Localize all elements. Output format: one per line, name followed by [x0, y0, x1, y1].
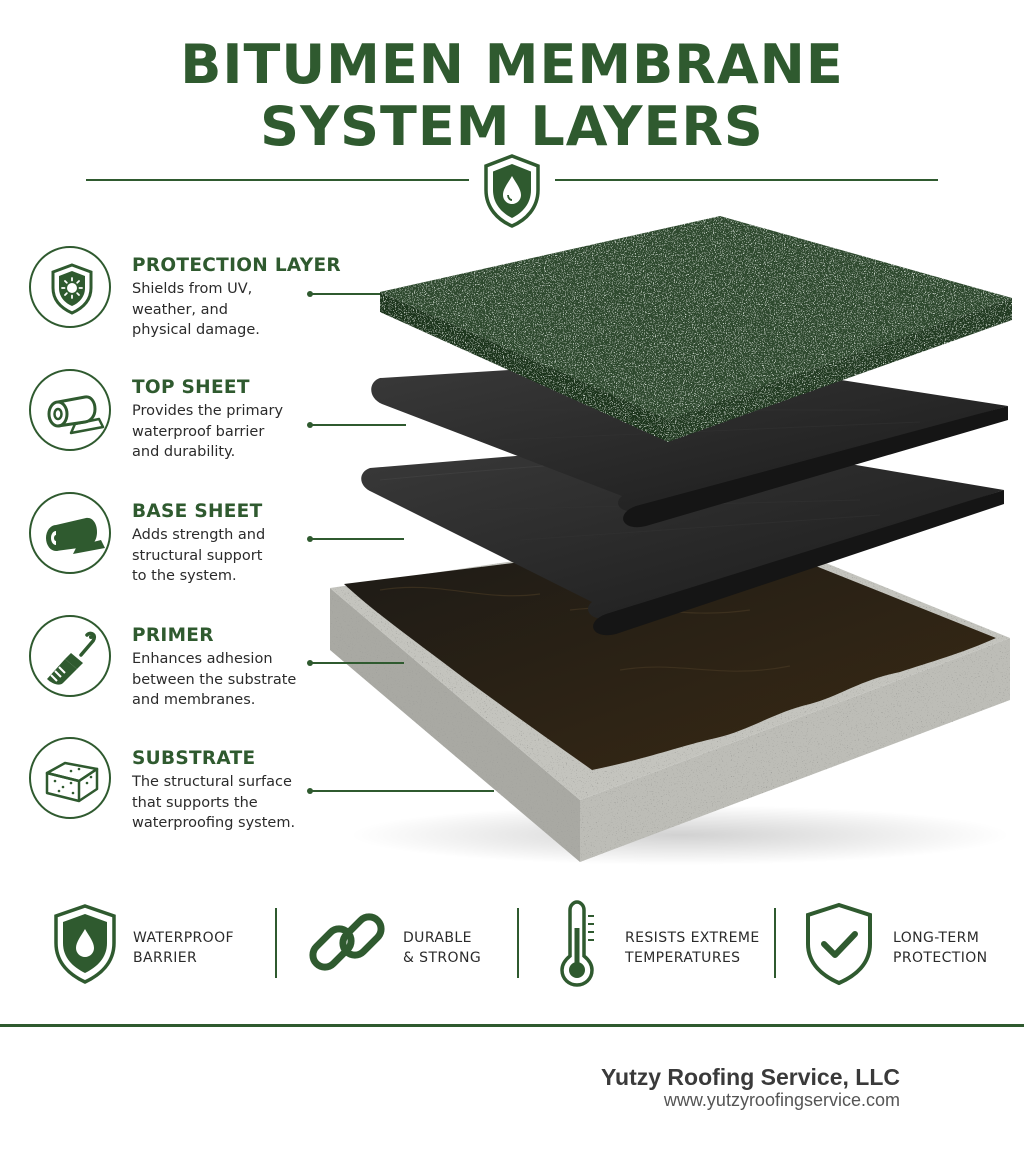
primer-leader-line: [310, 662, 404, 664]
title-line-1: BITUMEN MEMBRANE: [180, 33, 844, 96]
feature-separator-2: [517, 908, 519, 978]
feature-separator-3: [774, 908, 776, 978]
top-sheet-heading: TOP SHEET: [132, 377, 250, 398]
title-rule-right: [555, 179, 938, 181]
protection-leader-line: [310, 293, 380, 295]
top-sheet-icon-circle: [29, 369, 111, 451]
title-rule-left: [86, 179, 469, 181]
sun-shield-icon: [51, 263, 93, 315]
substrate-icon-circle: [29, 737, 111, 819]
protection-layer-icon-circle: [29, 246, 111, 328]
base-sheet-heading: BASE SHEET: [132, 501, 263, 522]
substrate-leader-line: [310, 790, 494, 792]
layer-stack-illustration: [330, 216, 1012, 865]
primer-heading: PRIMER: [132, 625, 214, 646]
substrate-heading: SUBSTRATE: [132, 748, 256, 769]
footer-divider: [0, 1024, 1024, 1027]
protection-layer-heading: PROTECTION LAYER: [132, 255, 341, 276]
block-icon: [45, 761, 99, 803]
top-sheet-leader-line: [310, 424, 406, 426]
company-name: Yutzy Roofing Service, LLC: [600, 1064, 900, 1090]
brush-icon: [47, 631, 97, 685]
title-line-2: SYSTEM LAYERS: [260, 95, 764, 158]
water-drop-shield-icon: [484, 154, 540, 228]
check-shield-icon: [806, 902, 872, 986]
base-sheet-leader-line: [310, 538, 404, 540]
chain-link-icon: [309, 913, 385, 971]
primer-icon-circle: [29, 615, 111, 697]
base-sheet-icon-circle: [29, 492, 111, 574]
feature-separator-1: [275, 908, 277, 978]
roll-base-icon: [46, 517, 105, 554]
roll-sheet-icon: [47, 395, 105, 435]
durable-strong-label: DURABLE& STRONG: [403, 930, 482, 966]
water-shield-icon: [54, 904, 116, 984]
company-url: www.yutzyroofingservice.com: [663, 1090, 900, 1110]
thermometer-icon: [560, 900, 594, 987]
